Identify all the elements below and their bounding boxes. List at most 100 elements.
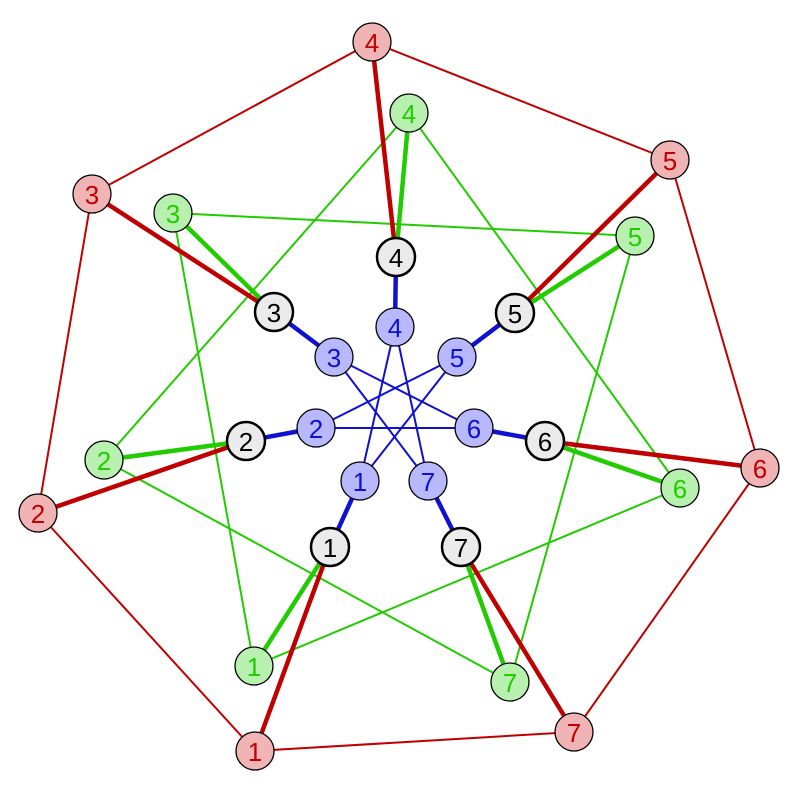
node-label: 2 bbox=[31, 499, 45, 529]
node-circle bbox=[314, 337, 354, 377]
edge-green-1-3 bbox=[172, 212, 255, 667]
node-black-5: 5 bbox=[494, 292, 536, 334]
node-circle bbox=[660, 468, 700, 508]
edges-layer bbox=[37, 41, 761, 752]
node-green-2: 2 bbox=[84, 440, 124, 480]
node-circle bbox=[454, 408, 494, 448]
node-label: 3 bbox=[166, 199, 180, 229]
node-red-7: 7 bbox=[554, 712, 594, 752]
node-red-4: 4 bbox=[352, 22, 392, 62]
spoke-green-black-3 bbox=[171, 211, 276, 314]
node-label: 1 bbox=[248, 737, 262, 767]
node-blue-7: 7 bbox=[408, 461, 448, 501]
node-label: 7 bbox=[567, 718, 581, 748]
node-circle bbox=[740, 448, 780, 488]
node-circle bbox=[235, 731, 275, 771]
node-green-1: 1 bbox=[234, 646, 274, 686]
edge-blue-1-4 bbox=[359, 326, 396, 482]
edge-red-3-4 bbox=[91, 41, 373, 195]
node-label: 7 bbox=[503, 668, 517, 698]
node-black-7: 7 bbox=[440, 526, 482, 568]
node-red-1: 1 bbox=[235, 731, 275, 771]
node-label: 1 bbox=[353, 467, 367, 497]
spoke-green-black-1 bbox=[252, 545, 332, 668]
node-circle bbox=[494, 292, 536, 334]
node-circle bbox=[375, 236, 417, 278]
edge-green-5-7 bbox=[509, 235, 636, 683]
node-blue-1: 1 bbox=[340, 461, 380, 501]
node-label: 3 bbox=[327, 343, 341, 373]
node-circle bbox=[440, 526, 482, 568]
node-circle bbox=[234, 646, 274, 686]
node-label: 2 bbox=[97, 446, 111, 476]
spoke-green-black-5 bbox=[513, 234, 637, 315]
node-green-7: 7 bbox=[490, 662, 530, 702]
node-black-6: 6 bbox=[524, 420, 566, 462]
node-circle bbox=[225, 420, 267, 462]
node-circle bbox=[524, 420, 566, 462]
edge-green-2-4 bbox=[103, 112, 410, 461]
node-label: 2 bbox=[239, 427, 253, 457]
node-black-1: 1 bbox=[309, 526, 351, 568]
node-circle bbox=[554, 712, 594, 752]
node-circle bbox=[615, 216, 655, 256]
node-black-4: 4 bbox=[375, 236, 417, 278]
node-green-5: 5 bbox=[615, 216, 655, 256]
node-circle bbox=[650, 140, 690, 180]
node-label: 6 bbox=[538, 427, 552, 457]
edge-red-1-2 bbox=[37, 512, 256, 752]
node-circle bbox=[18, 493, 58, 533]
spoke-red-black-5 bbox=[513, 158, 672, 315]
node-label: 2 bbox=[309, 414, 323, 444]
edge-red-2-3 bbox=[37, 193, 93, 514]
node-circle bbox=[340, 461, 380, 501]
node-label: 5 bbox=[508, 299, 522, 329]
node-label: 4 bbox=[402, 99, 416, 129]
edge-blue-7-3 bbox=[333, 356, 429, 482]
node-circle bbox=[72, 174, 112, 214]
node-label: 6 bbox=[467, 414, 481, 444]
edge-red-5-6 bbox=[669, 159, 761, 469]
node-blue-4: 4 bbox=[375, 307, 415, 347]
node-circle bbox=[389, 93, 429, 133]
edge-green-7-2 bbox=[103, 459, 511, 683]
node-circle bbox=[408, 461, 448, 501]
node-label: 5 bbox=[450, 343, 464, 373]
node-label: 7 bbox=[454, 533, 468, 563]
spoke-green-black-2 bbox=[103, 438, 247, 463]
edge-blue-4-7 bbox=[394, 326, 429, 482]
node-blue-2: 2 bbox=[296, 408, 336, 448]
spoke-red-black-4 bbox=[369, 41, 399, 258]
node-circle bbox=[84, 440, 124, 480]
node-blue-3: 3 bbox=[314, 337, 354, 377]
node-circle bbox=[309, 526, 351, 568]
spoke-red-black-7 bbox=[459, 545, 576, 734]
edge-green-6-1 bbox=[253, 487, 681, 667]
edge-blue-2-5 bbox=[315, 356, 458, 429]
node-label: 4 bbox=[389, 243, 403, 273]
edge-blue-5-1 bbox=[359, 356, 458, 482]
node-circle bbox=[490, 662, 530, 702]
spoke-red-black-1 bbox=[252, 546, 333, 752]
spoke-green-black-4 bbox=[393, 112, 412, 258]
node-red-3: 3 bbox=[72, 174, 112, 214]
edge-blue-3-6 bbox=[333, 356, 475, 429]
spoke-red-black-6 bbox=[544, 438, 761, 471]
spoke-green-black-6 bbox=[544, 438, 681, 491]
node-label: 4 bbox=[388, 313, 402, 343]
node-circle bbox=[375, 307, 415, 347]
edge-green-4-6 bbox=[408, 112, 681, 489]
spoke-green-black-7 bbox=[458, 546, 513, 683]
node-red-5: 5 bbox=[650, 140, 690, 180]
node-black-3: 3 bbox=[253, 291, 295, 333]
node-label: 3 bbox=[267, 298, 281, 328]
node-circle bbox=[437, 337, 477, 377]
node-blue-6: 6 bbox=[454, 408, 494, 448]
node-red-2: 2 bbox=[18, 493, 58, 533]
edge-green-3-5 bbox=[172, 212, 636, 237]
node-green-3: 3 bbox=[153, 193, 193, 233]
spoke-red-black-2 bbox=[37, 438, 247, 516]
